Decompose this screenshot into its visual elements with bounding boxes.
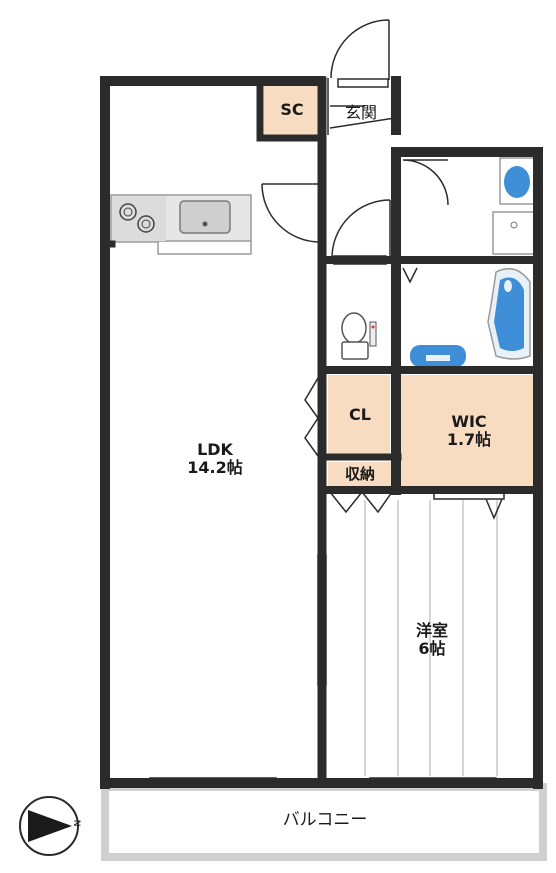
- room-label-ldk: LDK 14.2帖: [170, 440, 260, 478]
- entrance-name: 玄関: [344, 103, 377, 122]
- ldk-name: LDK: [197, 440, 233, 459]
- washing-machine: [492, 211, 538, 255]
- western-name: 洋室: [415, 621, 448, 640]
- room-label-shoe-cabinet: SC: [270, 100, 314, 119]
- storage-name: 収納: [344, 465, 375, 483]
- walls: [100, 76, 543, 789]
- bath-basin: [410, 345, 466, 367]
- closet-area: [328, 375, 390, 455]
- balcony-name: バルコニー: [282, 810, 368, 830]
- wic-size: 1.7帖: [446, 430, 492, 450]
- shoe-cabinet-name: SC: [280, 100, 304, 119]
- compass-arrow-icon: [28, 810, 72, 842]
- shoe-cabinet-area: [264, 85, 320, 137]
- toilet: [341, 312, 377, 360]
- kitchen-counter: [110, 194, 252, 255]
- room-label-closet: CL: [336, 405, 384, 424]
- ldk-size: 14.2帖: [187, 458, 243, 478]
- western-size: 6帖: [418, 639, 446, 659]
- room-label-western: 洋室 6帖: [400, 621, 464, 659]
- room-label-balcony: バルコニー: [250, 810, 400, 831]
- compass-label: N: [71, 819, 82, 827]
- room-label-wic: WIC 1.7帖: [430, 412, 508, 450]
- door-swings: [261, 19, 449, 259]
- room-label-entrance: 玄関: [334, 103, 388, 122]
- compass: [19, 796, 79, 856]
- storage-area: [328, 462, 392, 488]
- wic-area: [400, 375, 538, 487]
- western-room-flooring: [364, 500, 498, 776]
- room-label-storage: 収納: [330, 465, 390, 483]
- bathtub: [487, 267, 531, 360]
- washbasin: [499, 157, 537, 205]
- closet-name: CL: [349, 405, 371, 424]
- wic-name: WIC: [451, 412, 487, 431]
